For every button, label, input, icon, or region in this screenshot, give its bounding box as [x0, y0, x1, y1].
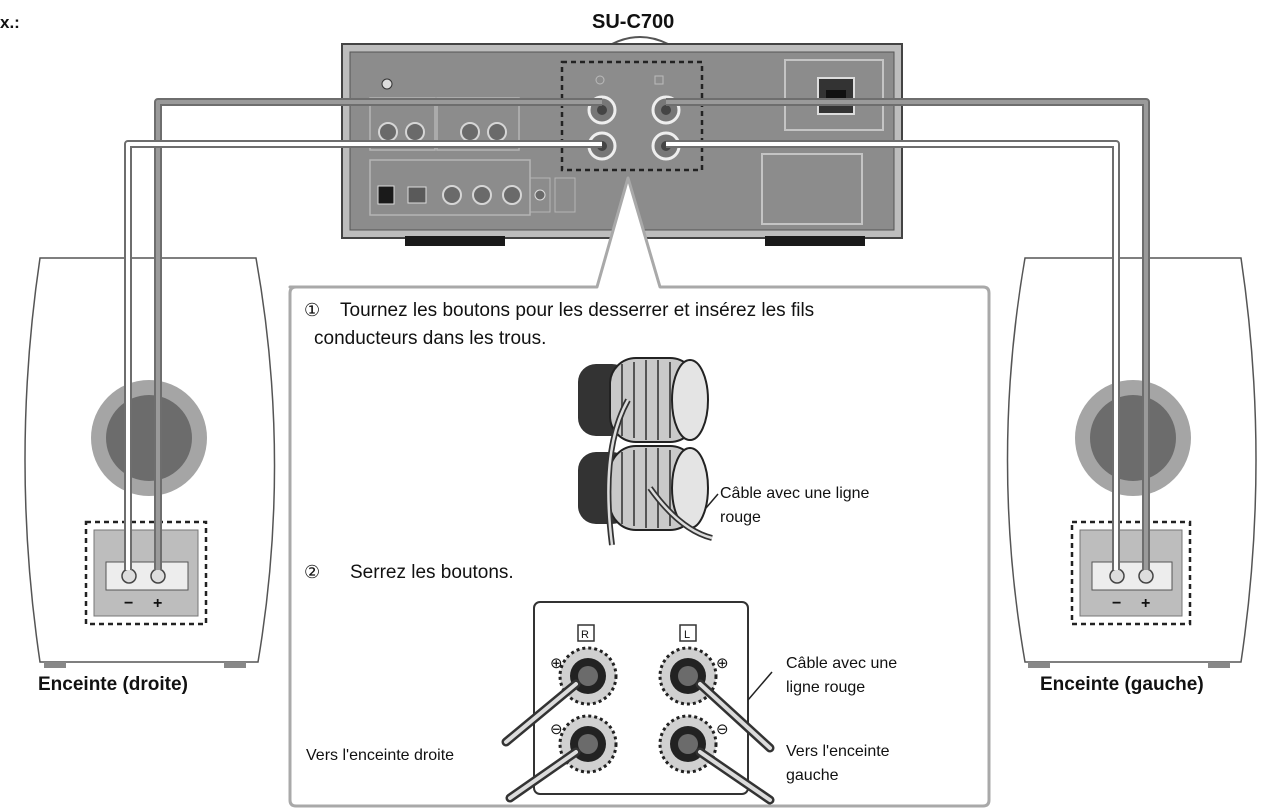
device-title: SU-C700	[592, 11, 674, 33]
channel-letter-r: R	[581, 629, 589, 641]
callout-red-line-cable-1-line1: Câble avec une ligne	[720, 485, 870, 502]
speaker-right-label: Enceinte (droite)	[38, 674, 188, 695]
callout-to-left-speaker-line2: gauche	[786, 767, 839, 784]
step-1-text-line1: Tournez les boutons pour les desserrer e…	[340, 300, 814, 321]
speaker-cables	[124, 98, 1150, 570]
speaker-left-label: Enceinte (gauche)	[1040, 674, 1204, 695]
amp-terminal-highlight	[560, 60, 704, 172]
polarity-minus-l: ⊖	[716, 721, 729, 738]
speaker-right-minus-label: −	[124, 595, 133, 612]
corner-text: x.:	[0, 13, 20, 32]
speaker-left-terminal-highlight	[1070, 520, 1192, 626]
speaker-right: − +	[24, 257, 276, 668]
step-1-text-line2: conducteurs dans les trous.	[314, 328, 546, 349]
speaker-left-minus-label: −	[1112, 595, 1121, 612]
callout-red-line-cable-2-line1: Câble avec une	[786, 655, 897, 672]
callout-to-right-speaker: Vers l'enceinte droite	[306, 747, 454, 764]
polarity-plus-r: ⊕	[550, 655, 563, 672]
step-2-text: Serrez les boutons.	[350, 562, 514, 583]
binding-post-illustration	[578, 357, 719, 546]
speaker-left: − +	[1006, 257, 1257, 668]
speaker-left-plus-label: +	[1141, 595, 1150, 612]
step-2-number: ②	[304, 562, 320, 582]
speaker-right-plus-label: +	[153, 595, 162, 612]
polarity-minus-r: ⊖	[550, 721, 563, 738]
polarity-plus-l: ⊕	[716, 655, 729, 672]
terminal-panel-illustration	[501, 601, 775, 805]
callout-to-left-speaker-line1: Vers l'enceinte	[786, 743, 890, 760]
callout-red-line-cable-2-line2: ligne rouge	[786, 679, 865, 696]
speaker-right-terminal-highlight	[84, 520, 208, 626]
channel-letter-l: L	[684, 629, 690, 641]
callout-red-line-cable-1-line2: rouge	[720, 509, 761, 526]
step-1-number: ①	[304, 300, 320, 320]
